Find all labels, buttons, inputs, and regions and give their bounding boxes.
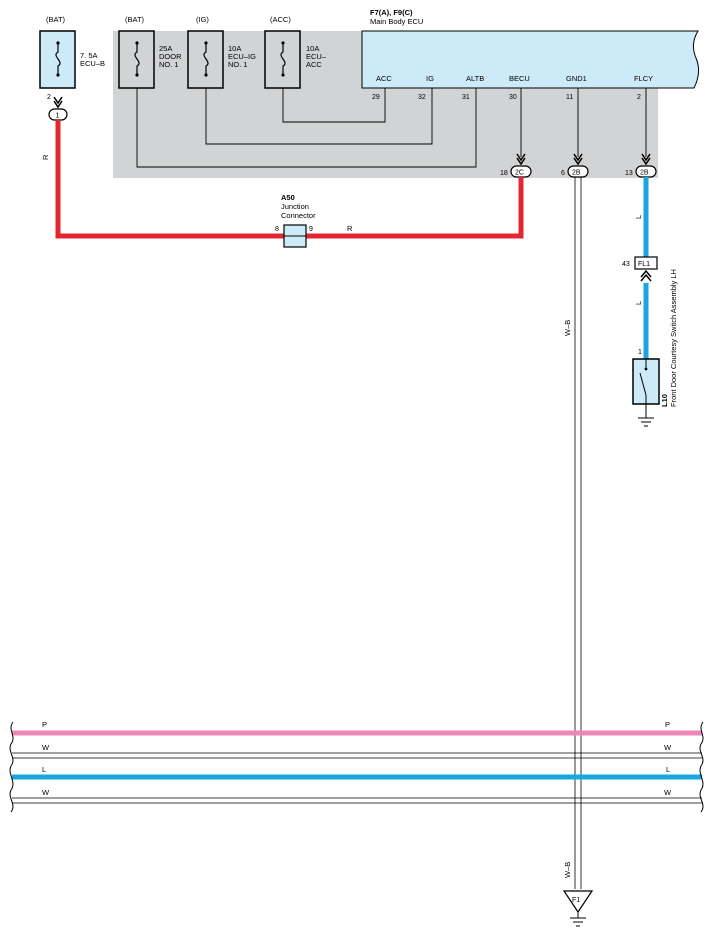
fuse-acc-element [280, 43, 286, 75]
connector-2c-pin: 18 [500, 170, 508, 177]
terminal-flcy-pin: 2 [637, 94, 641, 101]
fuse-door-box [118, 30, 155, 89]
terminal-gnd1-label: GND1 [566, 74, 587, 83]
fuse-ig-source: (IG) [196, 15, 209, 24]
connector-fl1-chevron [640, 269, 652, 282]
fuse-ecub-terminal [53, 96, 63, 109]
wire-acc [282, 88, 386, 123]
fuse-door-name2: NO. 1 [159, 60, 179, 69]
fuse-ig-name2: NO. 1 [228, 60, 248, 69]
connector-2b-gnd-label: 2B [572, 170, 581, 177]
terminal-acc-label: ACC [376, 74, 392, 83]
switch-code: L10 [660, 394, 669, 407]
fuse-ig-name: ECU–IG [228, 52, 256, 61]
connector-fl1 [634, 256, 658, 270]
switch-contact [639, 372, 647, 396]
break-mark-left [9, 721, 14, 813]
bus-wire-white-1-label-left: W [42, 743, 50, 752]
ground-wire-label-top: W–B [563, 320, 572, 336]
ecu-name: Main Body ECU [370, 17, 423, 26]
fuse-acc-source: (ACC) [270, 15, 291, 24]
fuse-door-source: (BAT) [125, 15, 145, 24]
bus-wire-white-2-label-left: W [42, 788, 50, 797]
terminal-ig-pin: 32 [418, 94, 426, 101]
wire-altb [136, 88, 477, 168]
junction-name2: Connector [281, 211, 316, 220]
bus-wire-blue-label-right: L [666, 765, 670, 774]
main-body-ecu-box [361, 30, 700, 89]
break-mark-right [699, 721, 704, 813]
terminal-ig-label: IG [426, 74, 434, 83]
fuse-ig-element [203, 43, 209, 75]
connector-2b-gnd-pin: 6 [561, 170, 565, 177]
terminal-becu-pin: 30 [509, 94, 517, 101]
fuse-acc-name: ECU– [306, 52, 327, 61]
fuse-acc-box [264, 30, 301, 89]
fuse-ig-rating: 10A [228, 44, 241, 53]
fuse-ecub-pin: 2 [47, 94, 51, 101]
terminal-acc-pin: 29 [372, 94, 380, 101]
bus-wire-white-2 [12, 797, 702, 804]
ecu-code: F7(A), F9(C) [370, 8, 413, 17]
junction-wire-out: R [347, 224, 353, 233]
fuse-door-rating: 25A [159, 44, 172, 53]
junction-pin-out: 9 [309, 226, 313, 233]
terminal-becu-label: BECU [509, 74, 530, 83]
fuse-door-name: DOOR [159, 52, 182, 61]
bus-wire-white-1 [12, 752, 702, 759]
wire-ig [205, 88, 433, 145]
connector-fl1-pin: 43 [622, 261, 630, 268]
fuse-ecub-rating: 7. 5A [80, 51, 98, 60]
terminal-flcy-label: FLCY [634, 74, 653, 83]
terminal-gnd1-pin: 11 [566, 94, 573, 101]
junction-code: A50 [281, 193, 295, 202]
fuse-ecub-box [39, 30, 76, 89]
fuse-ecub-element [55, 43, 61, 75]
blue-wire-label-bottom: L [634, 301, 643, 305]
junction-pin-in: 8 [275, 226, 279, 233]
bus-wire-pink-label-left: P [42, 720, 47, 729]
connector-2b-flcy-pin: 13 [625, 170, 633, 177]
connector-2c-label: 2C [515, 170, 524, 177]
connector-1-label: 1 [56, 113, 60, 120]
fuse-acc-rating: 10A [306, 44, 319, 53]
ground-f1-triangle [562, 890, 594, 914]
blue-wire-label-top: L [634, 215, 643, 219]
fuse-ecub-name: ECU–B [80, 59, 105, 68]
switch-pin: 1 [638, 349, 642, 356]
bus-wire-blue-label-left: L [42, 765, 46, 774]
switch-name: Front Door Courtesy Switch Assembly LH [669, 269, 678, 407]
connector-fl1-label: FL1 [638, 261, 650, 268]
fuse-door-element [134, 43, 140, 75]
red-wire-label: R [41, 154, 50, 160]
fuse-ecub-source: (BAT) [46, 15, 66, 24]
bus-wire-white-1-label-right: W [664, 743, 672, 752]
terminal-altb-pin: 31 [462, 94, 470, 101]
fuse-ig-box [187, 30, 224, 89]
junction-name1: Junction [281, 202, 309, 211]
connector-2b-flcy-label: 2B [640, 170, 649, 177]
connector-2b-gnd [567, 165, 589, 178]
terminal-altb-label: ALTB [466, 74, 484, 83]
fuse-acc-name2: ACC [306, 60, 322, 69]
bus-wire-white-2-label-right: W [664, 788, 672, 797]
ground-wire-label-bottom: W–B [563, 862, 572, 878]
ground-f1-label: F1 [572, 897, 580, 904]
bus-wire-pink-label-right: P [665, 720, 670, 729]
red-wire [55, 120, 524, 239]
